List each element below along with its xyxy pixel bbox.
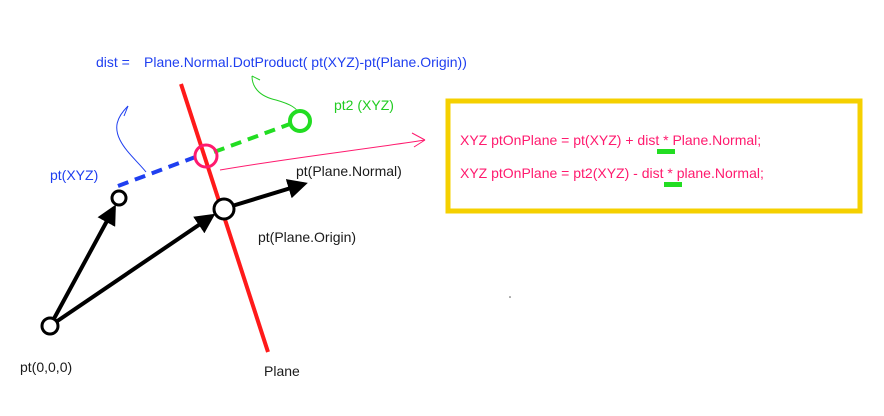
green-annotation-curve bbox=[251, 75, 301, 117]
plane-normal-label: pt(Plane.Normal) bbox=[296, 163, 402, 179]
origin-label: pt(0,0,0) bbox=[20, 359, 72, 375]
operator-highlight-2 bbox=[664, 182, 682, 187]
pink-annotation-arrowhead bbox=[411, 132, 426, 148]
blue-annotation-tick bbox=[123, 105, 129, 117]
pt2-point bbox=[288, 109, 312, 133]
code-line-1-suffix: dist * Plane.Normal; bbox=[634, 132, 762, 148]
plane-label: Plane bbox=[264, 363, 300, 379]
code-line-2-suffix: dist * plane.Normal; bbox=[638, 165, 764, 181]
plane-origin-label: pt(Plane.Origin) bbox=[258, 229, 356, 245]
operator-highlight-1 bbox=[657, 149, 675, 154]
code-line-1-prefix: XYZ ptOnPlane = pt(XYZ) bbox=[460, 132, 625, 148]
plane-origin-point bbox=[212, 197, 236, 221]
pt-xyz-label: pt(XYZ) bbox=[50, 167, 98, 183]
code-box bbox=[445, 98, 863, 214]
origin-point bbox=[40, 316, 60, 336]
dist-formula-expression: Plane.Normal.DotProduct( pt(XYZ)-pt(Plan… bbox=[144, 54, 467, 70]
blue-dashed-segment bbox=[117, 154, 199, 188]
code-line-1: XYZ ptOnPlane = pt(XYZ) + dist * Plane.N… bbox=[460, 132, 761, 148]
vector-to-plane-origin bbox=[48, 213, 216, 328]
plane-normal-vector bbox=[231, 179, 308, 208]
pink-annotation-curve bbox=[219, 139, 426, 171]
code-line-2: XYZ ptOnPlane = pt2(XYZ) - dist * plane.… bbox=[460, 165, 764, 181]
code-line-2-prefix: XYZ ptOnPlane = pt2(XYZ) bbox=[460, 165, 633, 181]
dist-formula-label: dist = bbox=[96, 54, 130, 70]
code-line-2-operator: - bbox=[633, 165, 638, 181]
pt-xyz-point bbox=[110, 189, 128, 207]
green-annotation-tick bbox=[251, 75, 261, 81]
code-line-1-operator: + bbox=[625, 132, 633, 148]
projection-point bbox=[193, 143, 219, 169]
green-dashed-segment bbox=[213, 119, 299, 154]
stray-dot bbox=[509, 296, 511, 298]
blue-annotation-curve bbox=[116, 105, 147, 173]
vector-to-pt-xyz bbox=[48, 204, 116, 327]
pt2-label: pt2 (XYZ) bbox=[334, 97, 394, 113]
